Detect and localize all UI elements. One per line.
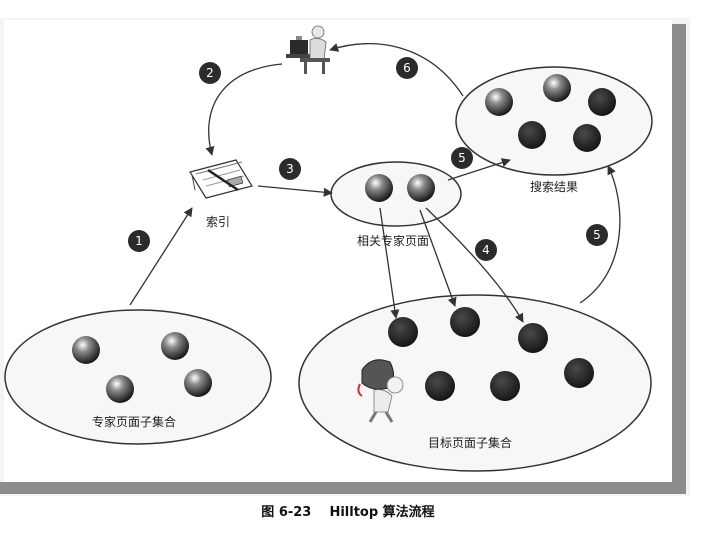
step-badge-5b-label: 5 <box>593 228 601 242</box>
step-badge-4-label: 4 <box>482 243 490 257</box>
arrow-target-to-results <box>579 165 621 304</box>
expert-set-label: 专家页面子集合 <box>92 414 176 429</box>
expert-page-node <box>106 375 134 403</box>
step-badge-3-label: 3 <box>286 162 294 176</box>
target-page-node <box>564 358 594 388</box>
index-label: 索引 <box>206 215 230 229</box>
arrow-expert-to-index <box>129 207 193 306</box>
result-node <box>573 124 601 152</box>
result-node <box>543 74 571 102</box>
relevant-experts-label: 相关专家页面 <box>357 233 429 248</box>
target-page-node <box>450 307 480 337</box>
arrow-user-to-index <box>205 63 283 156</box>
target-page-node <box>518 323 548 353</box>
result-node <box>588 88 616 116</box>
step-badge-3 <box>279 158 301 180</box>
target-page-node <box>490 371 520 401</box>
relevant-expert-node <box>407 174 435 202</box>
step-badge-6 <box>396 57 418 79</box>
arrow-relevant-to-target-3 <box>425 207 524 323</box>
target-set-label: 目标页面子集合 <box>428 435 512 450</box>
index-book-icon <box>189 159 253 199</box>
result-node <box>485 88 513 116</box>
arrow-index-to-relevant <box>257 185 333 197</box>
step-badge-2 <box>199 62 221 84</box>
step-badge-5a <box>451 147 473 169</box>
relevant-expert-node <box>365 174 393 202</box>
target-page-node <box>425 371 455 401</box>
step-badge-1-label: 1 <box>135 234 143 248</box>
mascot-carrying-icon <box>357 359 404 423</box>
step-badge-6-label: 6 <box>403 61 411 75</box>
target-set-ellipse <box>298 294 652 472</box>
bottom-shadow-edge <box>0 482 686 494</box>
relevant-experts-ellipse <box>330 161 462 227</box>
expert-page-node <box>161 332 189 360</box>
arrow-relevant-to-results <box>447 158 511 181</box>
expert-page-node <box>72 336 100 364</box>
expert-set-ellipse <box>4 309 272 445</box>
target-page-node <box>388 317 418 347</box>
arrow-relevant-to-target-2 <box>419 209 457 307</box>
arrow-results-to-user <box>329 43 464 97</box>
right-shadow-edge <box>672 24 686 494</box>
arrow-relevant-to-target-1 <box>379 207 400 319</box>
search-results-label: 搜索结果 <box>530 179 578 194</box>
result-node <box>518 121 546 149</box>
user-at-computer-icon <box>286 25 330 74</box>
step-badge-5b <box>586 224 608 246</box>
step-badge-2-label: 2 <box>206 66 214 80</box>
expert-page-node <box>184 369 212 397</box>
step-badge-1 <box>128 230 150 252</box>
step-badge-5a-label: 5 <box>458 151 466 165</box>
figure-caption: 图 6-23 Hilltop 算法流程 <box>261 504 434 520</box>
step-badge-4 <box>475 239 497 261</box>
